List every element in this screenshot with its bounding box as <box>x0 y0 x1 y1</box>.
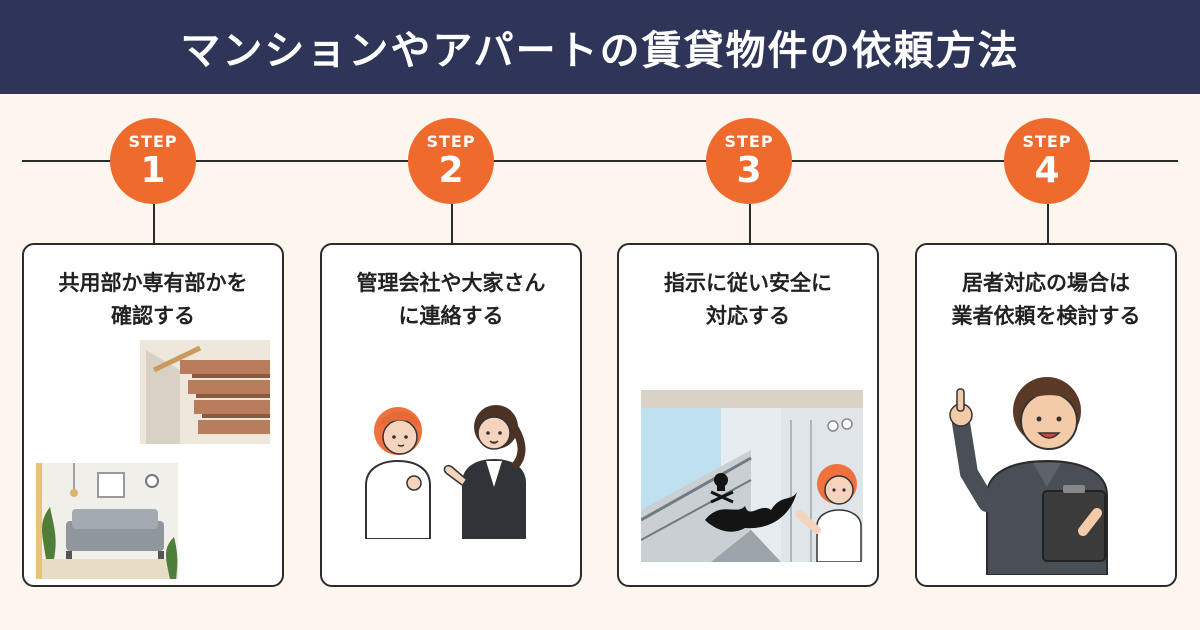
page-title: マンションやアパートの賃貸物件の依頼方法 <box>180 28 1020 74</box>
step-label: STEP <box>128 132 178 151</box>
stairs-illustration <box>140 340 270 444</box>
step-number: 1 <box>140 150 166 191</box>
step-badge-3: STEP 3 <box>706 118 792 204</box>
step-number: 2 <box>438 150 464 191</box>
step-card-3: 指示に従い安全に 対応する <box>617 243 879 587</box>
step-card-title: 指示に従い安全に 対応する <box>619 267 877 333</box>
step-label: STEP <box>426 132 476 151</box>
step-card-2: 管理会社や大家さん に連絡する <box>320 243 582 587</box>
step-title-line: 共用部か専有部かを <box>58 271 248 295</box>
header-bar: マンションやアパートの賃貸物件の依頼方法 <box>0 0 1200 94</box>
step-card-title: 居者対応の場合は 業者依頼を検討する <box>917 267 1175 333</box>
step-connector-4 <box>1047 204 1049 244</box>
step-badge-1: STEP 1 <box>110 118 196 204</box>
step-connector-2 <box>451 204 453 244</box>
two-women-talking-illustration <box>365 405 526 539</box>
step-number: 3 <box>736 150 762 191</box>
step-badge-4: STEP 4 <box>1004 118 1090 204</box>
step-card-title: 共用部か専有部かを 確認する <box>24 267 282 333</box>
step-title-line: 対応する <box>706 304 790 328</box>
living-room-illustration <box>36 463 178 579</box>
step-title-line: 確認する <box>111 304 195 328</box>
pointing-worker-illustration <box>949 377 1108 575</box>
step-card-1: 共用部か専有部かを 確認する <box>22 243 284 587</box>
step-title-line: 指示に従い安全に <box>664 271 832 295</box>
step-label: STEP <box>724 132 774 151</box>
step-number: 4 <box>1034 150 1060 191</box>
step-title-line: に連絡する <box>398 304 504 328</box>
step-title-line: 居者対応の場合は <box>962 271 1130 295</box>
step-title-line: 管理会社や大家さん <box>356 271 546 295</box>
step-card-title: 管理会社や大家さん に連絡する <box>322 267 580 333</box>
step-badge-2: STEP 2 <box>408 118 494 204</box>
step-title-line: 業者依頼を検討する <box>951 304 1141 328</box>
step-connector-3 <box>749 204 751 244</box>
step-label: STEP <box>1022 132 1072 151</box>
step-connector-1 <box>153 204 155 244</box>
timeline-line <box>22 160 1178 162</box>
bat-on-balcony-illustration <box>641 390 863 562</box>
step-card-4: 居者対応の場合は 業者依頼を検討する <box>915 243 1177 587</box>
